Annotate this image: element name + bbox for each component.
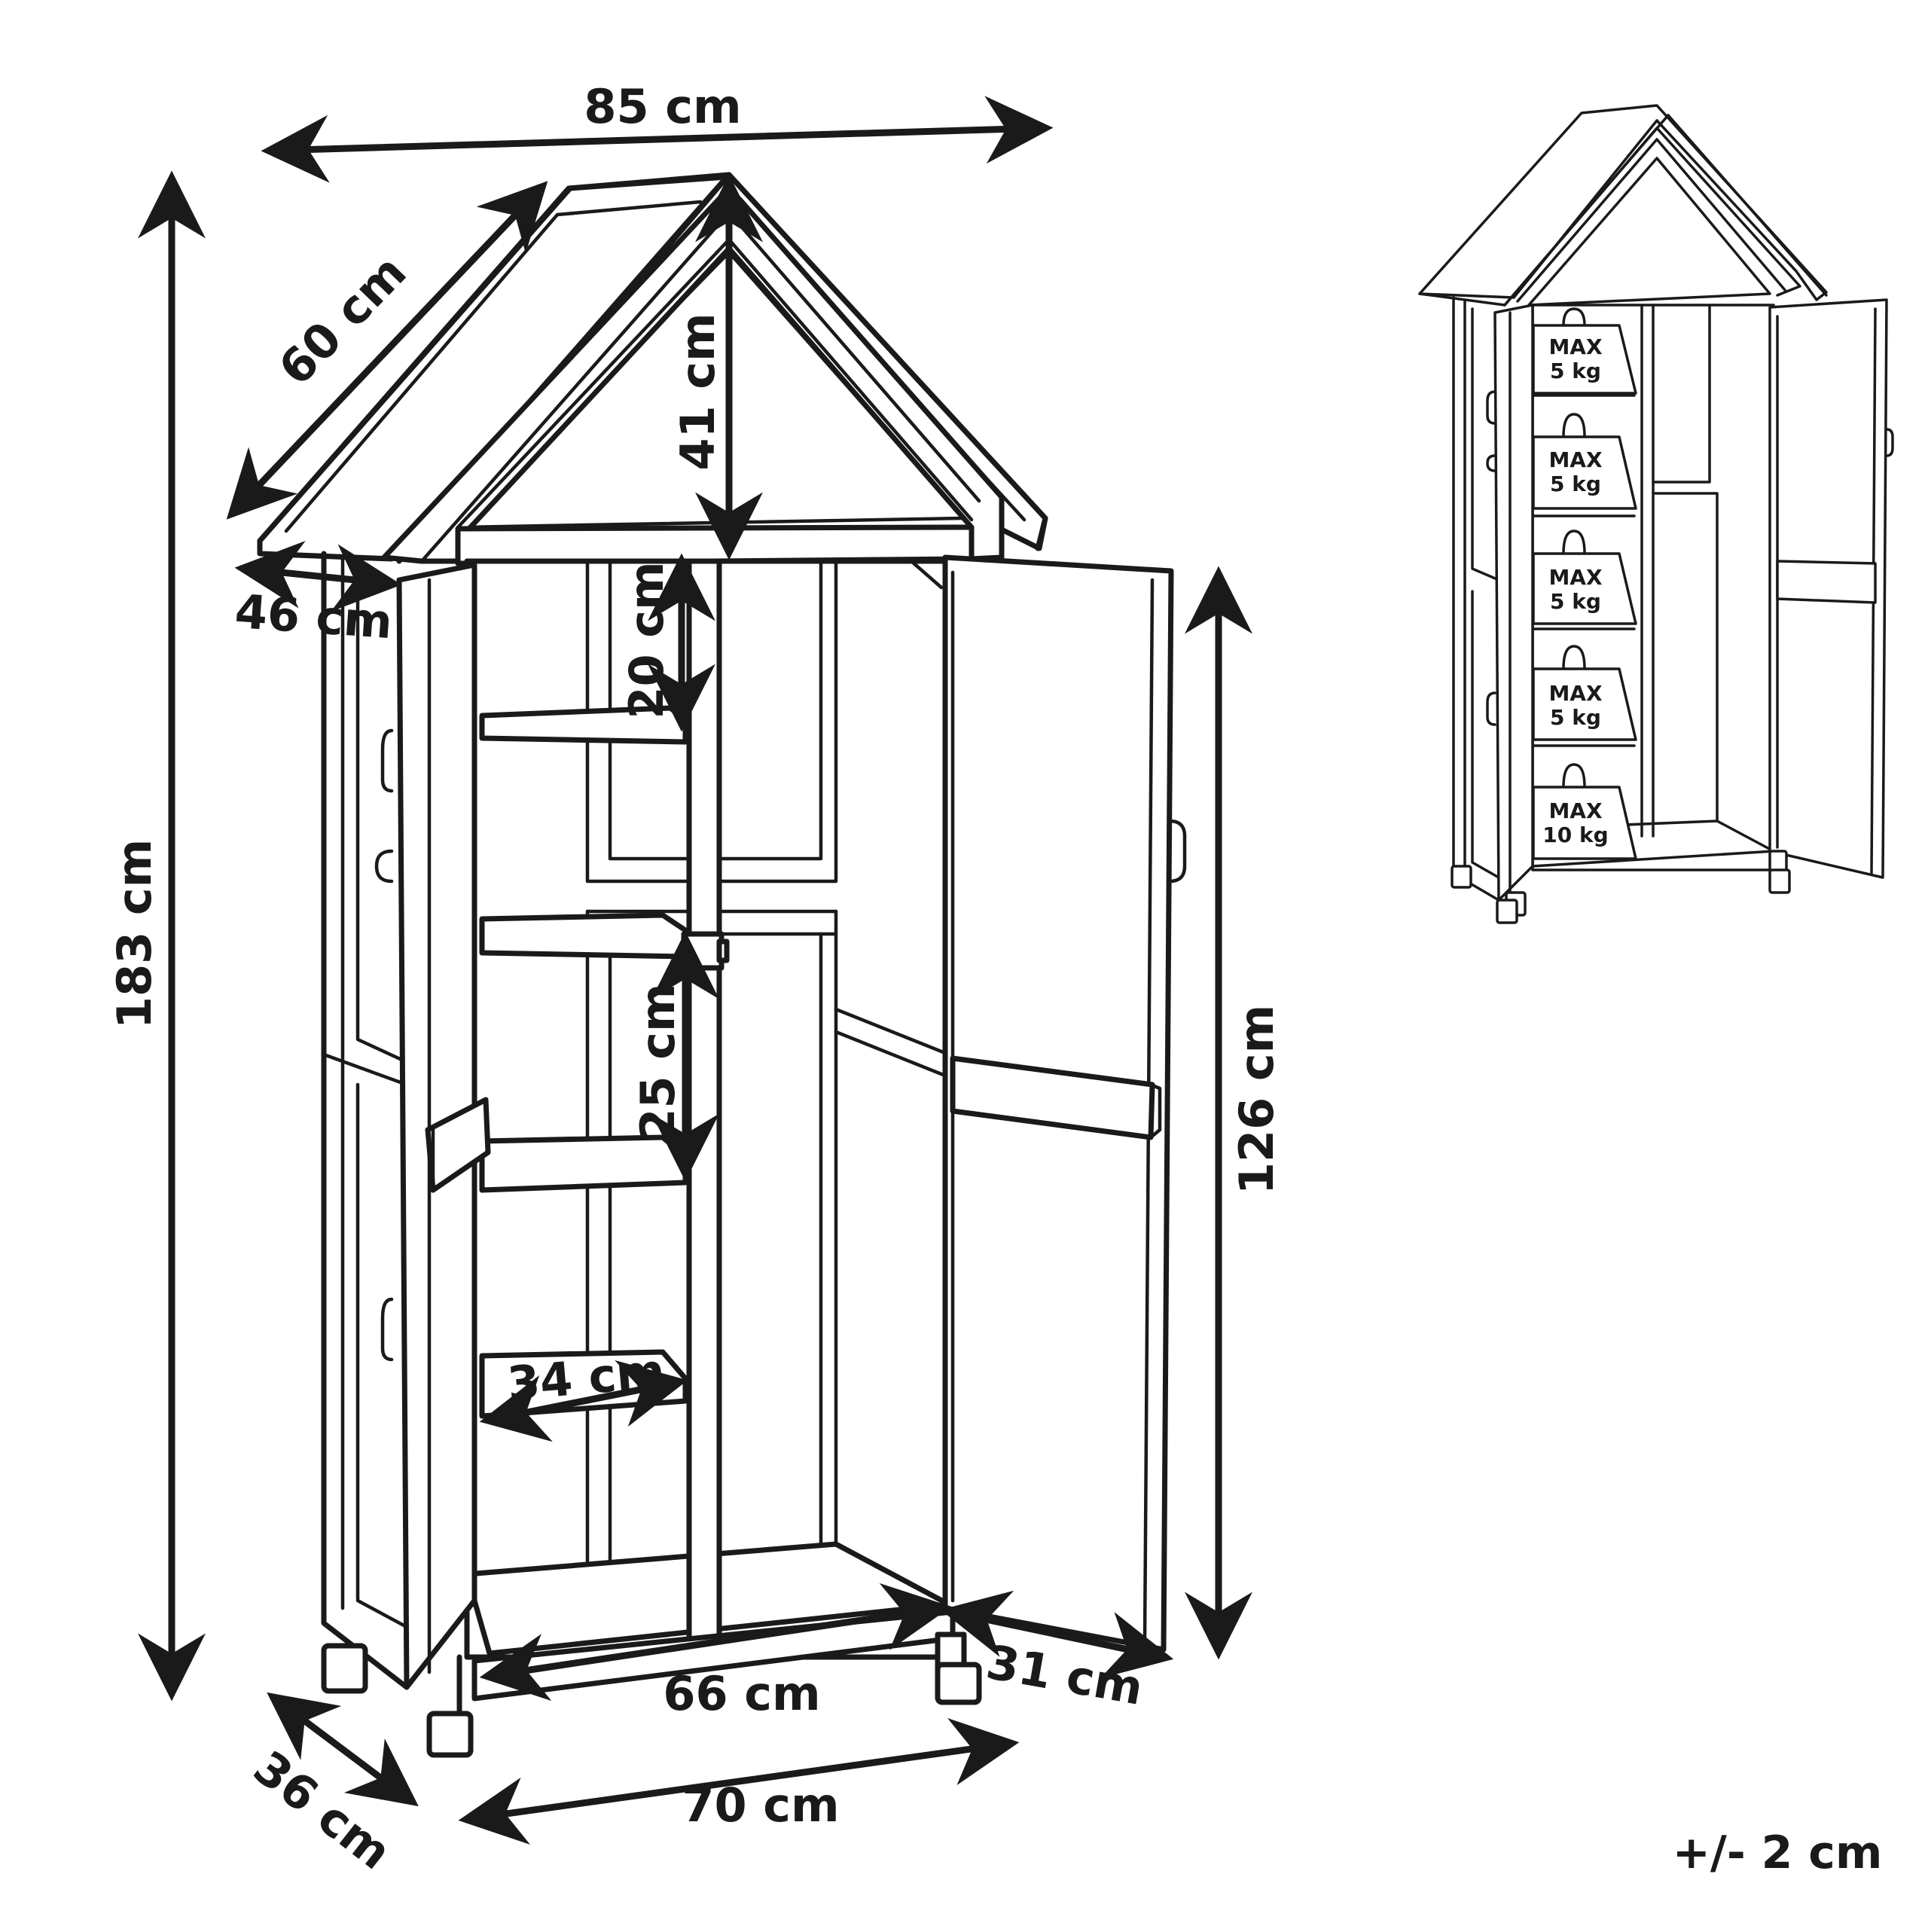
weight-1-max: MAX bbox=[1548, 334, 1603, 359]
weight-2-value: 5 kg bbox=[1550, 472, 1601, 496]
label-shelf-gap-top: 20 cm bbox=[619, 561, 674, 719]
arrow-66cm bbox=[479, 1583, 952, 1702]
weight-3-value: 5 kg bbox=[1550, 589, 1601, 614]
weight-2-max: MAX bbox=[1548, 447, 1603, 472]
label-total-height: 183 cm bbox=[107, 839, 162, 1029]
label-total-width: 85 cm bbox=[584, 79, 741, 134]
cabinet-side bbox=[321, 551, 410, 1694]
arrow-85cm bbox=[261, 96, 1054, 183]
label-base-width: 70 cm bbox=[682, 1778, 839, 1833]
weight-4: MAX 5 kg bbox=[1532, 645, 1637, 741]
weight-1: MAX 5 kg bbox=[1532, 307, 1637, 395]
label-shelf-gap-middle: 25 cm bbox=[630, 983, 685, 1140]
arrow-36cm bbox=[267, 1692, 419, 1807]
left-door bbox=[396, 562, 491, 1758]
weight-5: MAX 10 kg bbox=[1532, 763, 1637, 860]
weight-5-value: 10 kg bbox=[1542, 823, 1608, 847]
arrow-31cm bbox=[940, 1590, 1174, 1679]
weight-4-value: 5 kg bbox=[1550, 705, 1601, 730]
right-door bbox=[942, 554, 1187, 1653]
label-roof-depth: 60 cm bbox=[268, 244, 417, 395]
label-shelf-width: 34 cm bbox=[505, 1343, 667, 1412]
weight-3: MAX 5 kg bbox=[1532, 530, 1637, 625]
weight-4-max: MAX bbox=[1548, 681, 1603, 706]
arrow-34cm bbox=[479, 1360, 688, 1442]
arrow-46cm bbox=[234, 541, 402, 612]
arrow-60cm bbox=[226, 181, 548, 520]
weight-2: MAX 5 kg bbox=[1532, 413, 1637, 510]
dimension-arrows bbox=[138, 96, 1252, 1845]
label-door-height: 126 cm bbox=[1229, 1005, 1284, 1195]
cabinet-interior bbox=[464, 558, 952, 1664]
weight-5-max: MAX bbox=[1548, 798, 1603, 823]
arrow-70cm bbox=[458, 1717, 1020, 1845]
roof bbox=[257, 172, 1048, 566]
weight-1-value: 5 kg bbox=[1550, 359, 1601, 383]
label-inner-width: 66 cm bbox=[663, 1666, 820, 1721]
label-roof-height: 41 cm bbox=[670, 313, 725, 470]
weight-3-max: MAX bbox=[1548, 565, 1603, 590]
label-body-depth: 46 cm bbox=[233, 584, 395, 649]
label-tolerance: +/- 2 cm bbox=[1673, 1827, 1883, 1879]
label-base-depth: 36 cm bbox=[243, 1740, 401, 1880]
load-capacity-drawing: MAX 5 kg MAX 5 kg MAX 5 kg MAX 5 kg MAX … bbox=[1418, 104, 1894, 924]
